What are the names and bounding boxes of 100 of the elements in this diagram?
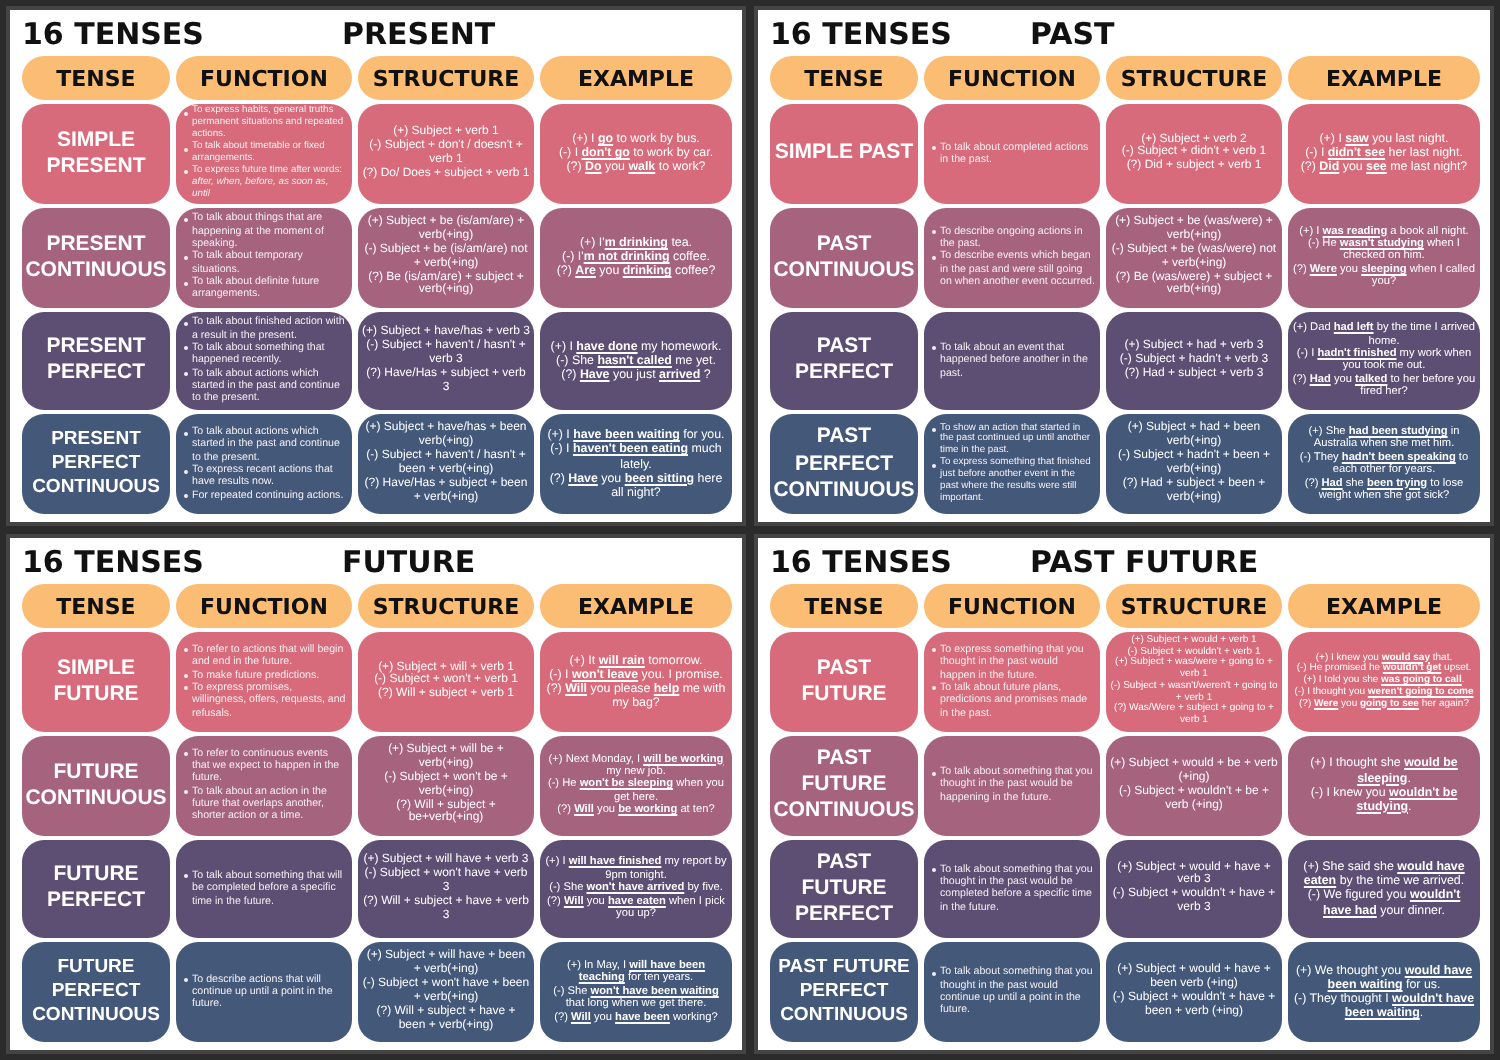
table-cell [924,839,1100,939]
column-header [924,584,1100,628]
tense-name: PRESENT PERFECT CONTINUOUS [30,428,162,500]
table-cell [770,632,918,732]
tense-name: SIMPLE FUTURE [51,655,141,708]
table-cell [924,942,1100,1042]
table-cell [176,632,352,732]
header-text: TENSE [56,65,136,91]
header-text: EXAMPLE [1325,593,1443,619]
tense-name: FUTURE PERFECT CONTINUOUS [30,956,162,1028]
tense-name: PAST PERFECT [792,334,895,387]
header-text: FUNCTION [948,593,1076,619]
table-cell [540,839,732,939]
column-header [176,584,352,628]
table-cell [1106,414,1282,514]
column-header [1288,56,1480,100]
table-cell [358,632,534,732]
column-header [22,56,170,100]
column-header [1288,584,1480,628]
tense-panel [6,534,746,1054]
column-header [1106,56,1282,100]
table-cell [358,207,534,307]
table-cell [1106,839,1282,939]
tense-panel [6,6,746,526]
table-cell [1288,207,1480,307]
tense-name: PRESENT PERFECT [44,334,148,387]
tense-name: PAST FUTURE [799,655,889,708]
header-text: STRUCTURE [1120,65,1268,91]
header-text: TENSE [804,593,884,619]
table-cell [358,414,534,514]
table-cell [540,735,732,835]
tense-name: PAST FUTURE PERFECT [792,849,895,929]
header-text: FUNCTION [948,65,1076,91]
table-cell [22,735,170,835]
table-cell [1288,942,1480,1042]
table-cell [540,414,732,514]
header-text: EXAMPLE [577,593,695,619]
panel-title: 16 TENSES [770,16,954,52]
table-cell [176,942,352,1042]
header-text: TENSE [804,65,884,91]
table-cell [1106,942,1282,1042]
header-text: FUNCTION [200,65,328,91]
table-cell [1106,207,1282,307]
table-cell [540,104,732,204]
table-cell [176,104,352,204]
header-text: STRUCTURE [372,593,520,619]
header-text: EXAMPLE [1325,65,1443,91]
table-cell [1288,735,1480,835]
tense-name: PRESENT CONTINUOUS [25,231,167,284]
column-header [176,56,352,100]
table-cell [540,942,732,1042]
table-cell [358,104,534,204]
table-cell [22,104,170,204]
table-cell [176,414,352,514]
tense-name: SIMPLE PAST [774,140,914,167]
table-cell [540,207,732,307]
header-text: TENSE [56,593,136,619]
column-header [358,56,534,100]
tense-name: PAST FUTURE CONTINUOUS [773,745,915,825]
column-header [770,584,918,628]
tense-name: PAST FUTURE PERFECT CONTINUOUS [776,956,912,1028]
panel-subtitle: PAST FUTURE [1030,544,1259,580]
table-cell [176,207,352,307]
tense-name: PAST PERFECT CONTINUOUS [773,424,915,504]
table-cell [924,414,1100,514]
table-cell [358,942,534,1042]
table-cell [540,632,732,732]
tense-name: FUTURE CONTINUOUS [25,759,167,812]
header-text: STRUCTURE [372,65,520,91]
table-cell [924,207,1100,307]
table-cell [358,311,534,411]
panel-subtitle: PRESENT [342,16,496,52]
table-cell [1106,735,1282,835]
table-cell [1288,839,1480,939]
tense-panel [754,534,1494,1054]
header-text: STRUCTURE [1120,593,1268,619]
table-cell [1106,632,1282,732]
header-text: EXAMPLE [577,65,695,91]
panel-title: 16 TENSES [22,16,206,52]
tense-name: FUTURE PERFECT [44,862,147,915]
table-cell [358,839,534,939]
table-cell [924,311,1100,411]
column-header [22,584,170,628]
table-cell [1288,632,1480,732]
tense-name: SIMPLE PRESENT [44,127,148,180]
table-cell [770,311,918,411]
tense-panel [754,6,1494,526]
header-text: FUNCTION [200,593,328,619]
table-cell [770,104,918,204]
column-header [540,584,732,628]
table-cell [22,414,170,514]
table-cell [540,311,732,411]
table-cell [176,311,352,411]
table-cell [924,632,1100,732]
table-cell [22,632,170,732]
table-cell [22,311,170,411]
table-cell [1288,104,1480,204]
column-header [770,56,918,100]
table-cell [22,207,170,307]
panel-subtitle: PAST [1030,16,1115,52]
